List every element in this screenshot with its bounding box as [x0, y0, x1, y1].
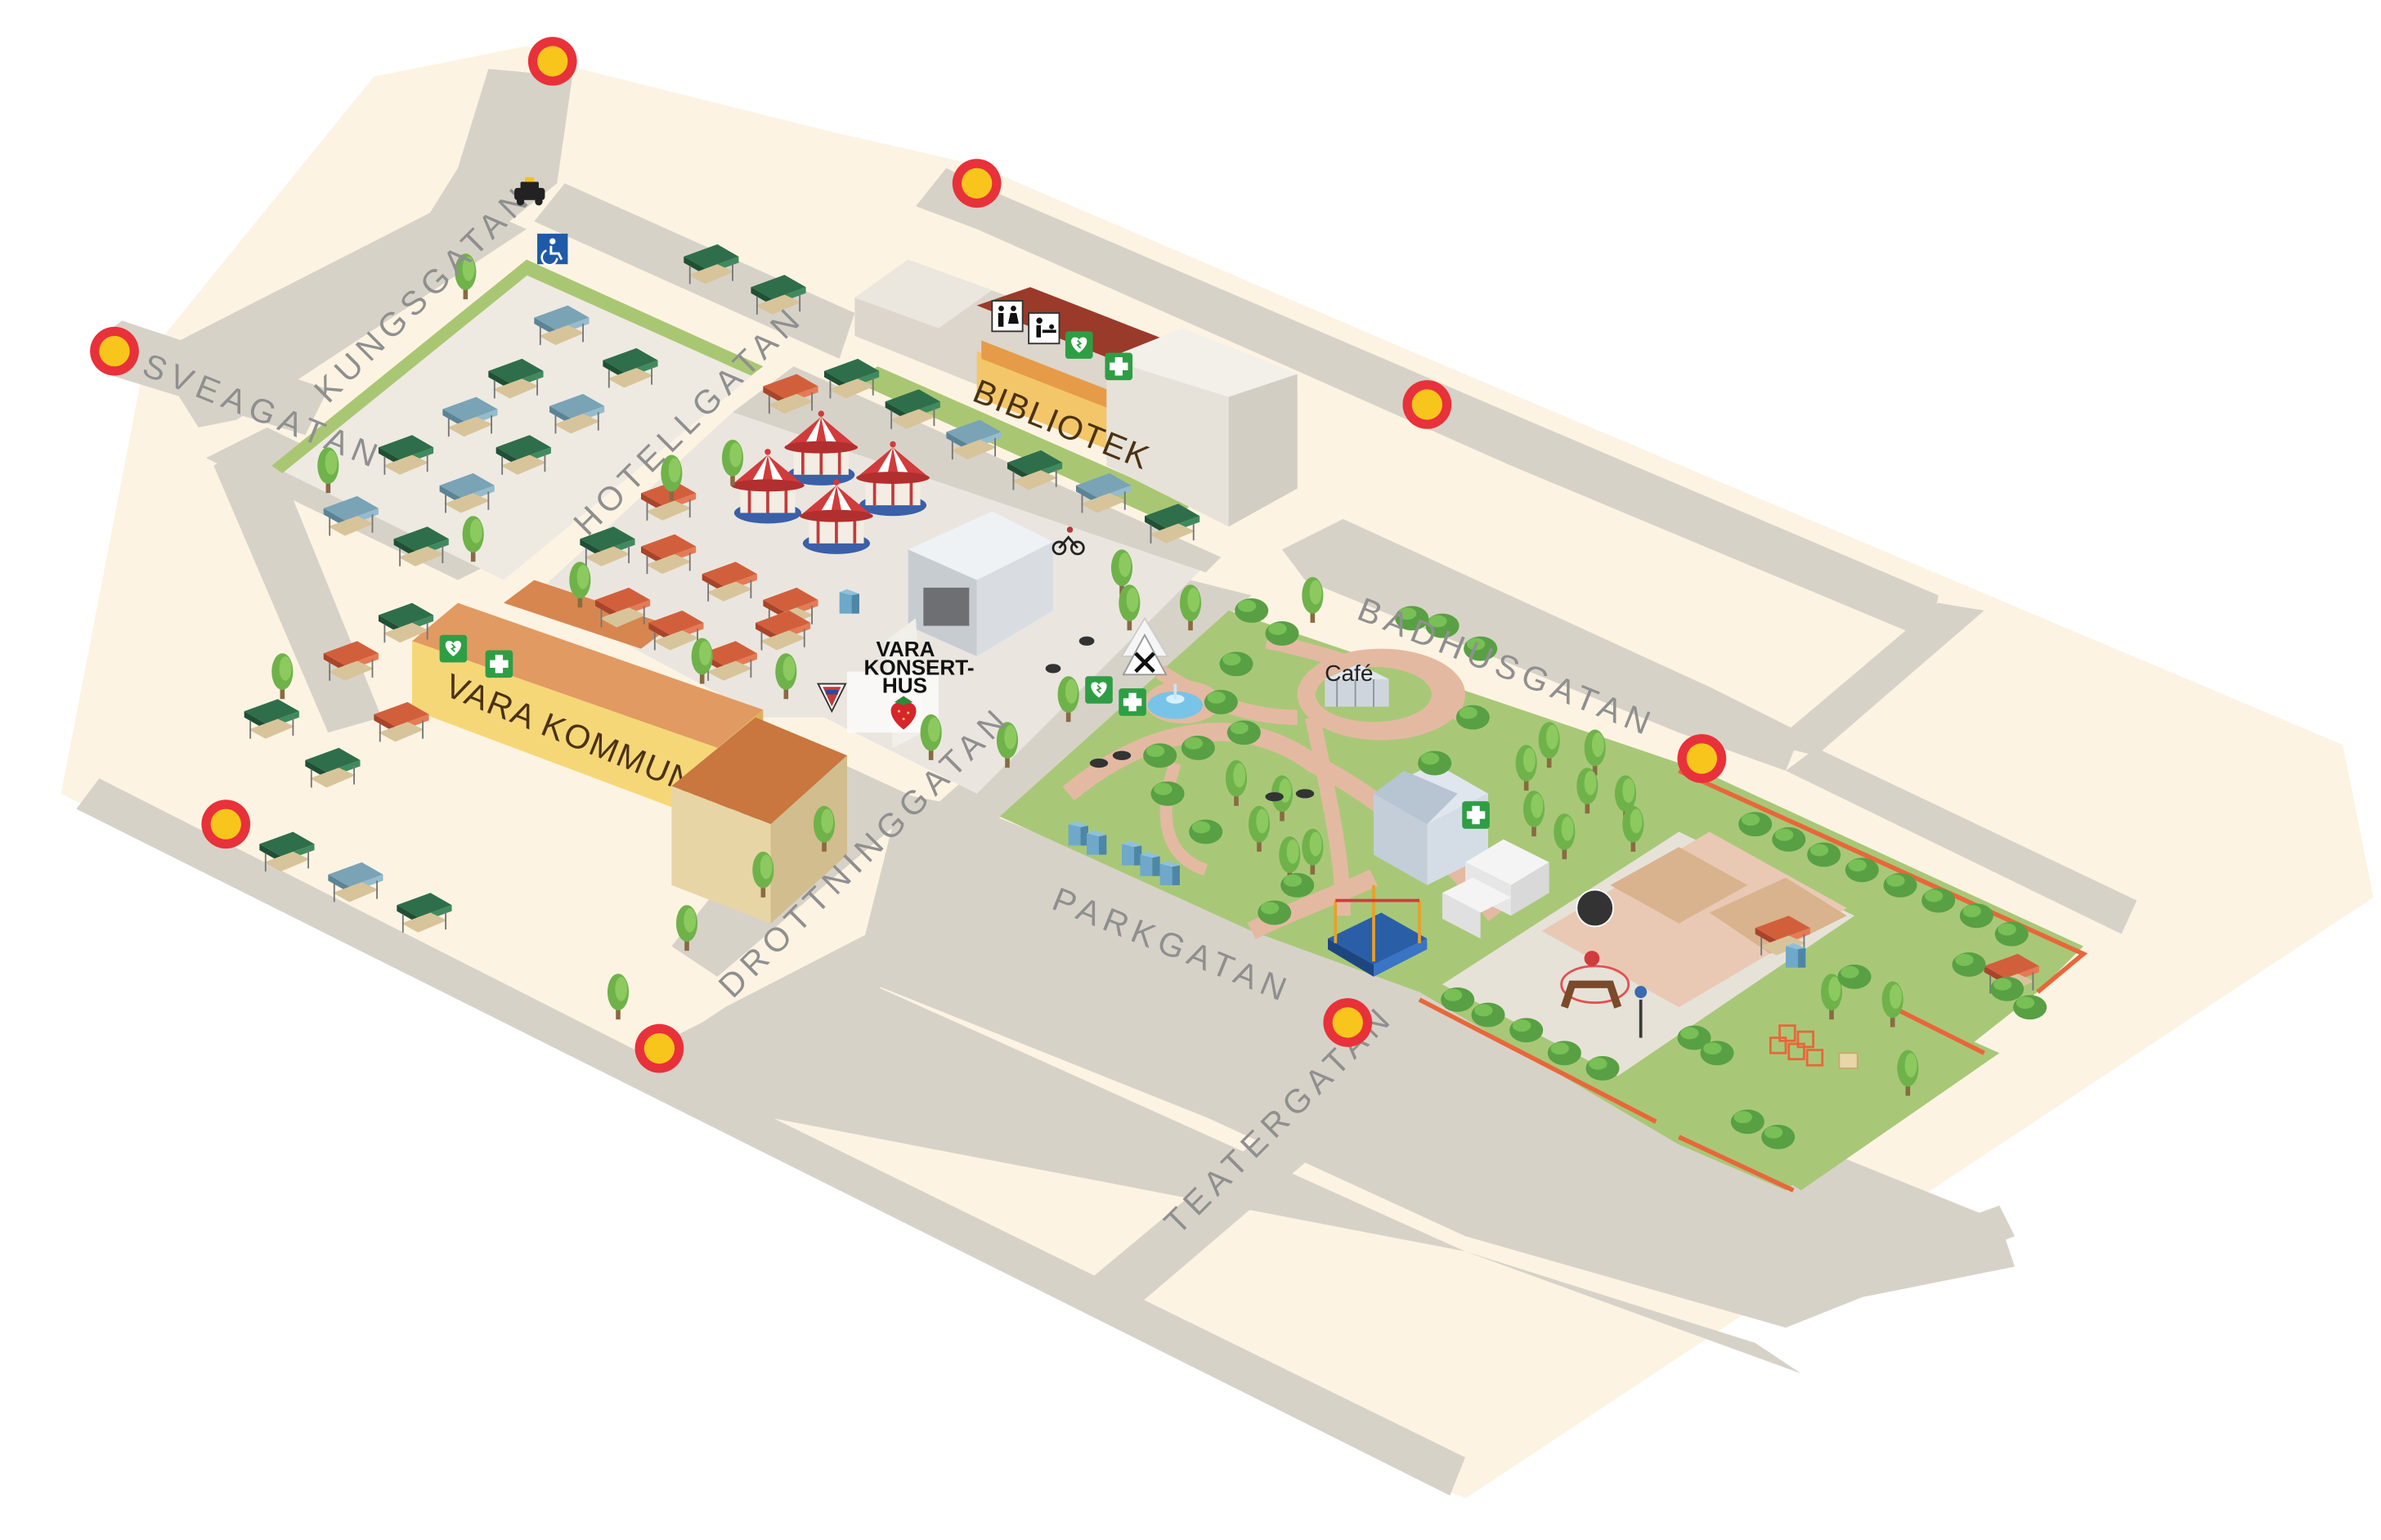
road-closed-icon	[1677, 734, 1727, 783]
first-aid-cross-icon	[485, 650, 513, 678]
first-aid-cross-icon	[1105, 352, 1133, 381]
konserthus-line-2: KONSERT-	[864, 655, 975, 679]
cyclist-icon	[1051, 526, 1085, 556]
fountain	[1147, 683, 1203, 719]
first-aid-cross-icon	[1462, 801, 1490, 829]
service-icons[interactable]	[438, 177, 1490, 829]
konserthus-line-1: VARA	[876, 637, 935, 661]
first-aid-cross-icon	[1119, 688, 1146, 716]
road-closed-icon	[634, 1023, 684, 1073]
heart-defibrillator-icon	[1065, 330, 1094, 360]
wheelchair-icon	[537, 233, 568, 266]
road-closed-icon	[201, 799, 251, 849]
municipal-shield-icon	[817, 683, 847, 714]
white-tents	[1442, 839, 1549, 939]
park-tables	[1045, 636, 1315, 802]
toilet-icon	[991, 300, 1024, 333]
library-building: BIBLIOTEK	[854, 259, 1298, 527]
konserthus-line-3: HUS	[882, 674, 927, 698]
road-closed-icon	[1323, 998, 1373, 1047]
stage	[908, 511, 1053, 656]
road-closed-icon	[952, 159, 1002, 208]
pony-ride	[1560, 889, 1648, 1038]
road-closed-icon	[90, 326, 139, 376]
bouncy-castle	[1328, 884, 1428, 977]
heart-defibrillator-icon	[1084, 675, 1114, 705]
cafe-label: Café	[1325, 660, 1373, 686]
taxi-icon	[514, 177, 545, 206]
parkgatan-road	[641, 793, 2015, 1374]
play-crates	[1769, 1024, 1859, 1069]
cafe-kiosk: Café	[1325, 660, 1389, 707]
fork-knife-icon	[1122, 633, 1168, 676]
baby-change-icon	[1028, 312, 1060, 345]
strawberry-icon	[890, 696, 917, 730]
parking-lot	[271, 259, 764, 580]
heart-defibrillator-icon	[438, 633, 469, 664]
road-closed-icon	[527, 37, 577, 86]
road-closed-icon	[1402, 380, 1452, 429]
